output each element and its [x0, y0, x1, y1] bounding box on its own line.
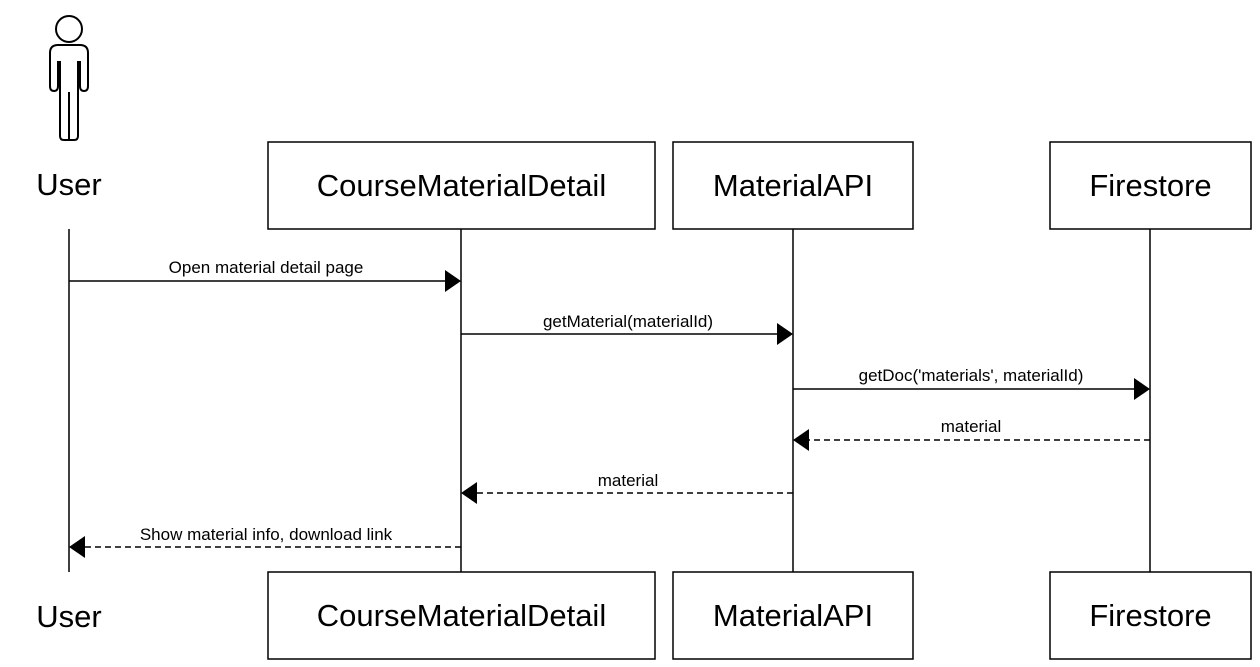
- message-arrow-get-material: [461, 323, 793, 345]
- user-actor-icon: [49, 15, 89, 141]
- participant-label-top-firestore: Firestore: [1089, 168, 1211, 203]
- actor-name-bottom: User: [36, 599, 101, 634]
- participant-label-top-course-material-detail: CourseMaterialDetail: [317, 168, 606, 203]
- message-label-get-doc: getDoc('materials', materialId): [859, 366, 1084, 385]
- message-arrow-open-detail: [69, 270, 461, 292]
- message-arrow-return-material-firestore: [793, 429, 1150, 451]
- participant-box-bottom-course-material-detail: [267, 571, 656, 660]
- message-label-show-info: Show material info, download link: [140, 525, 393, 544]
- message-arrow-get-doc: [793, 378, 1150, 400]
- message-label-return-material-api: material: [598, 471, 658, 490]
- message-arrow-show-info: [69, 536, 461, 558]
- message-arrow-return-material-api: [461, 482, 793, 504]
- participant-label-bottom-material-api: MaterialAPI: [713, 598, 873, 633]
- participant-box-top-material-api: [672, 141, 914, 230]
- participant-label-bottom-course-material-detail: CourseMaterialDetail: [317, 598, 606, 633]
- participant-label-top-material-api: MaterialAPI: [713, 168, 873, 203]
- message-label-return-material-firestore: material: [941, 417, 1001, 436]
- actor-name-top: User: [36, 167, 101, 202]
- participant-box-bottom-material-api: [672, 571, 914, 660]
- message-label-get-material: getMaterial(materialId): [543, 312, 713, 331]
- participant-box-bottom-firestore: [1049, 571, 1252, 660]
- participant-label-bottom-firestore: Firestore: [1089, 598, 1211, 633]
- message-label-open-detail: Open material detail page: [169, 258, 364, 277]
